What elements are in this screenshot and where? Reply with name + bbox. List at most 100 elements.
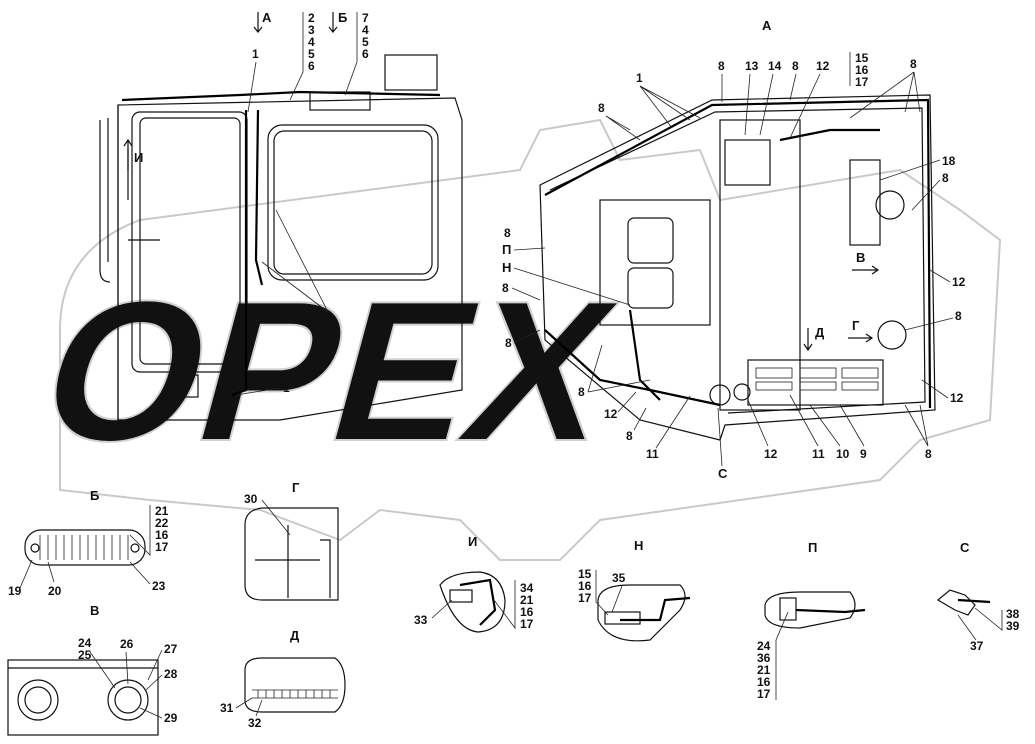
speaker-upper: [875, 190, 905, 220]
detail-d: Д 31 32: [220, 628, 346, 730]
detail-b-stack: 21 22 16 17: [129, 504, 169, 556]
roof-box: [384, 54, 438, 91]
svg-text:8: 8: [792, 59, 799, 73]
svg-text:21: 21: [155, 504, 169, 518]
callout-stack-b: 7 4 5 6: [344, 11, 369, 96]
callout-stack-a: 2 3 4 5 6: [289, 11, 315, 101]
svg-text:17: 17: [855, 75, 869, 89]
svg-text:29: 29: [164, 711, 178, 725]
detail-n-title: Н: [634, 538, 643, 553]
callout-1-bottom: 1: [283, 381, 290, 395]
svg-text:17: 17: [578, 591, 592, 605]
svg-text:14: 14: [768, 59, 782, 73]
left-view: А Б 2 3 4 5 6 7 4 5 6 1 И 8 1: [99, 10, 463, 421]
svg-text:4: 4: [308, 35, 315, 49]
door-glass: [139, 117, 241, 365]
svg-text:16: 16: [520, 605, 534, 619]
marker-g: Г: [852, 318, 860, 333]
svg-text:8: 8: [626, 429, 633, 443]
detail-v-panel: [7, 659, 159, 736]
svg-text:4: 4: [362, 23, 369, 37]
lamp-unit: [169, 374, 199, 398]
marker-d: Д: [815, 325, 825, 340]
view-arrow-a: А: [262, 10, 272, 25]
svg-text:21: 21: [520, 593, 534, 607]
svg-text:5: 5: [362, 35, 369, 49]
detail-p-stack: 24 36 21 16 17: [757, 611, 789, 701]
view-a-title: А: [762, 18, 772, 33]
marker-v: В: [856, 250, 865, 265]
relay-box: [724, 139, 771, 186]
detail-b: Б 21 22 16 17 19 20 23: [8, 488, 169, 598]
detail-i-frame: [439, 571, 506, 633]
detail-n-stack: 15 16 17: [578, 567, 609, 616]
detail-d-title: Д: [290, 628, 300, 643]
pillar: [719, 119, 801, 411]
detail-s-stack: 38 39: [974, 607, 1020, 633]
svg-text:36: 36: [757, 651, 771, 665]
detail-b-title: Б: [90, 488, 99, 503]
svg-text:16: 16: [578, 579, 592, 593]
svg-text:24: 24: [757, 639, 771, 653]
svg-text:13: 13: [745, 59, 759, 73]
fuse-strip: [24, 529, 146, 566]
svg-text:11: 11: [812, 447, 825, 461]
switch-plate: [849, 159, 881, 246]
svg-text:27: 27: [164, 642, 178, 656]
svg-text:28: 28: [164, 667, 178, 681]
cab-frame-a: [539, 94, 936, 441]
detail-s: С 38 39 37: [936, 540, 1020, 653]
callout-8-left: 8: [325, 314, 332, 328]
right-view-a: А 1 8 13 14 8 12 15 16 17: [502, 18, 966, 481]
svg-text:6: 6: [308, 59, 315, 73]
svg-text:11: 11: [646, 447, 659, 461]
detail-i-title: И: [468, 534, 477, 549]
detail-p-title: П: [808, 540, 817, 555]
door-harness: [231, 110, 248, 397]
detail-v-title: В: [90, 603, 99, 618]
svg-text:8: 8: [910, 57, 917, 71]
detail-v: В 24 25 26 27 28 29: [7, 603, 178, 736]
svg-text:6: 6: [362, 47, 369, 61]
svg-text:12: 12: [950, 391, 964, 405]
svg-text:17: 17: [757, 687, 771, 701]
svg-text:35: 35: [612, 571, 626, 585]
svg-text:25: 25: [78, 648, 92, 662]
view-arrow-i: И: [134, 150, 143, 165]
svg-text:3: 3: [308, 23, 315, 37]
svg-text:20: 20: [48, 584, 62, 598]
svg-text:8: 8: [578, 385, 585, 399]
motor-lower: [627, 267, 674, 309]
svg-text:8: 8: [505, 336, 512, 350]
speaker-lower: [877, 320, 907, 350]
svg-text:38: 38: [1006, 607, 1020, 621]
svg-text:12: 12: [764, 447, 778, 461]
connector-s: [936, 589, 976, 616]
svg-text:39: 39: [1006, 619, 1020, 633]
svg-text:18: 18: [942, 154, 956, 168]
detail-g: Г 30: [244, 480, 339, 601]
svg-text:5: 5: [308, 47, 315, 61]
svg-text:17: 17: [520, 617, 534, 631]
svg-text:30: 30: [244, 492, 258, 506]
svg-text:22: 22: [155, 516, 169, 530]
svg-text:32: 32: [248, 716, 262, 730]
svg-text:16: 16: [757, 675, 771, 689]
svg-text:23: 23: [152, 579, 166, 593]
control-panel: [747, 359, 884, 406]
detail-p: П 24 36 21 16 17: [757, 540, 866, 701]
svg-text:9: 9: [860, 447, 867, 461]
detail-p-frame: [764, 591, 856, 629]
svg-text:26: 26: [120, 637, 134, 651]
motor-upper: [627, 217, 674, 264]
marker-n: Н: [502, 260, 511, 275]
svg-text:17: 17: [155, 540, 169, 554]
svg-text:10: 10: [836, 447, 850, 461]
svg-text:8: 8: [718, 59, 725, 73]
svg-text:12: 12: [816, 59, 830, 73]
svg-text:8: 8: [942, 171, 949, 185]
view-arrow-b: Б: [338, 10, 347, 25]
svg-text:31: 31: [220, 701, 234, 715]
callout-stack-a-right: 15 16 17: [849, 51, 869, 89]
